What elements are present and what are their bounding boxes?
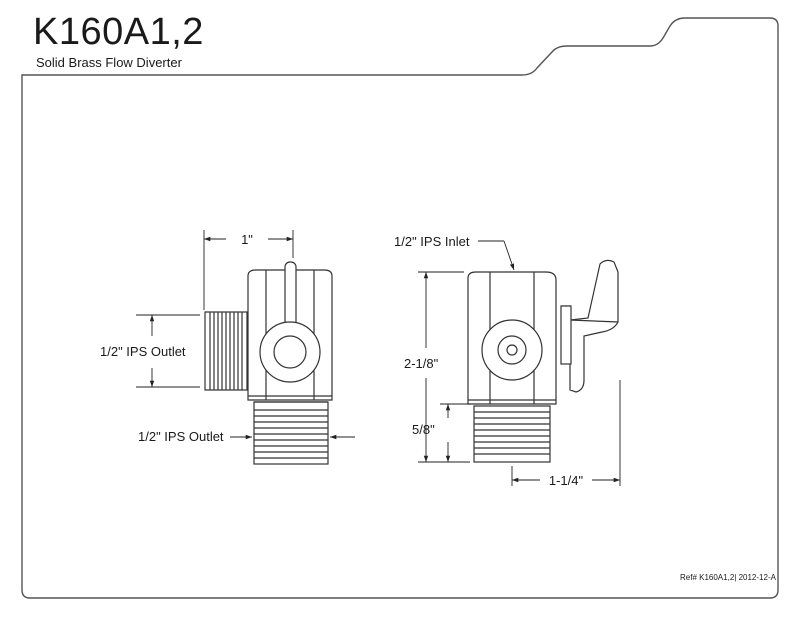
sheet-frame	[21, 17, 779, 599]
depth-dimension: 1-1/4"	[549, 473, 584, 488]
thread-length-dimension: 5/8"	[412, 422, 435, 437]
side-view-diagram	[467, 259, 619, 463]
model-description: Solid Brass Flow Diverter	[36, 55, 182, 70]
side-bottom-thread	[473, 405, 551, 463]
front-view-diagram	[204, 261, 333, 465]
front-knob-inner	[273, 335, 307, 369]
height-dimension: 2-1/8"	[404, 356, 439, 371]
front-width-dimension: 1"	[241, 232, 253, 247]
side-knob-center	[506, 344, 518, 356]
front-view-dimensions	[136, 230, 355, 440]
reference-number: Ref# K160A1,2	[680, 573, 735, 582]
inlet-label: 1/2" IPS Inlet	[394, 234, 470, 249]
bottom-outlet-thread	[253, 401, 329, 465]
side-handle	[569, 259, 619, 393]
bottom-outlet-label: 1/2" IPS Outlet	[138, 429, 224, 444]
footer-separator: |	[734, 573, 739, 582]
revision-code: 2012-12-A	[738, 573, 776, 582]
side-outlet-label: 1/2" IPS Outlet	[100, 344, 186, 359]
side-view-dimensions	[418, 240, 621, 486]
model-title: K160A1,2	[33, 11, 204, 53]
footer-reference: Ref# K160A1,2| 2012-12-A	[680, 573, 776, 583]
side-outlet-thread	[204, 311, 248, 391]
